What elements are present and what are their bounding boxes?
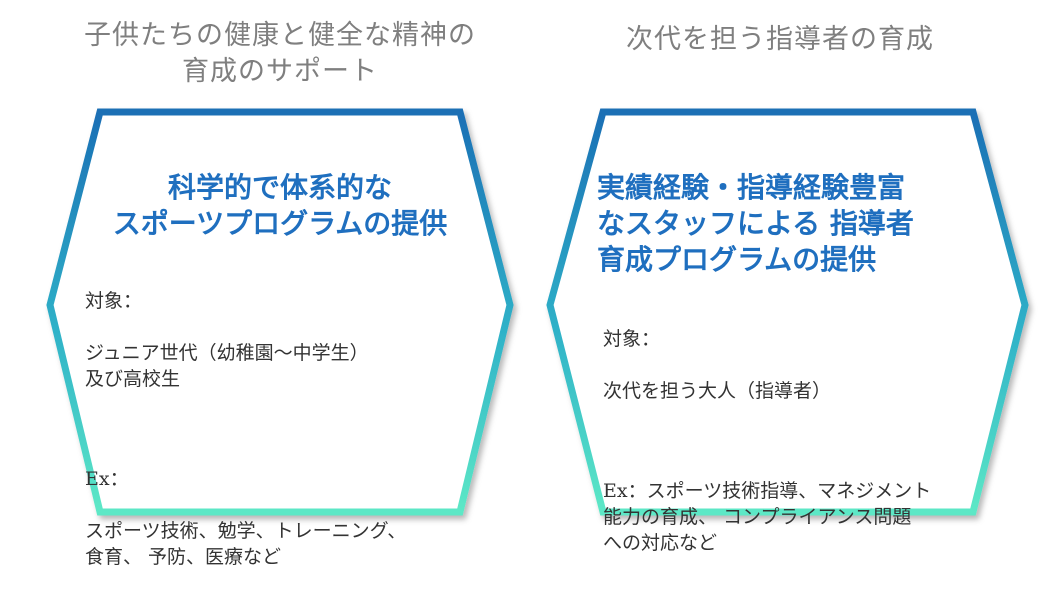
right-heading: 次代を担う指導者の育成 [626,24,934,55]
left-target-label: 対象： [85,290,143,312]
left-body: 対象： ジュニア世代（幼稚園〜中学生） 及び高校生 Ex： スポーツ技術、勉学、… [85,262,510,596]
left-panel: 子供たちの健康と健全な精神の 育成のサポート 科学的で体系的な スポーツプログラ… [40,0,520,568]
left-hexagon-frame [46,108,514,516]
left-ex-text: スポーツ技術、勉学、トレーニング、 食育、 予防、医療など [85,520,407,568]
right-body: 対象： 次代を担う大人（指導者） Ex：スポーツ技術指導、マネジメント 能力の育… [603,300,1015,582]
right-hexagon-frame [546,108,1029,516]
right-target-label: 対象： [603,328,661,350]
left-heading: 子供たちの健康と健全な精神の 育成のサポート [84,20,476,87]
right-target-text: 次代を担う大人（指導者） [603,380,832,402]
right-ex-text: Ex：スポーツ技術指導、マネジメント 能力の育成、 コンプライアンス問題 への対… [603,480,932,554]
right-title: 実績経験・指導経験豊富 なスタッフによる 指導者 育成プログラムの提供 [597,171,914,276]
left-title: 科学的で体系的な スポーツプログラムの提供 [112,171,448,240]
left-ex-label: Ex： [85,468,129,490]
left-target-text: ジュニア世代（幼稚園〜中学生） 及び高校生 [85,342,369,390]
right-panel: 次代を担う指導者の育成 実績経験・指導経験豊富 なスタッフによる 指導者 育成プ… [525,0,1035,554]
